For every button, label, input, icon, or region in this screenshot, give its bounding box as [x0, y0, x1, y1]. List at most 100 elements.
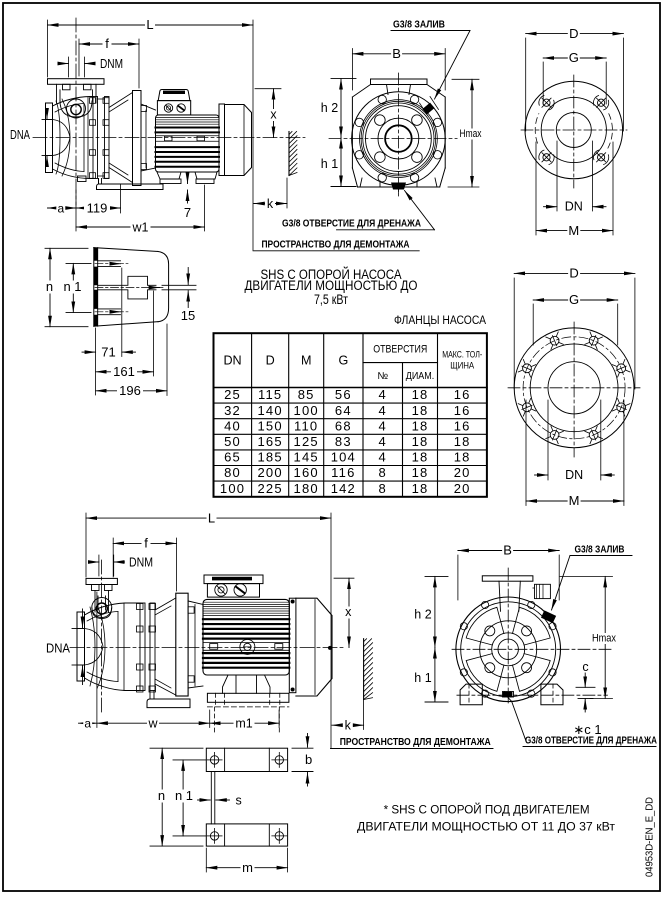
svg-text:f: f [105, 36, 109, 51]
svg-text:116: 116 [331, 465, 355, 480]
svg-text:k: k [345, 718, 352, 732]
svg-text:8: 8 [379, 481, 387, 496]
svg-text:h 2: h 2 [414, 608, 431, 622]
svg-text:185: 185 [258, 450, 283, 465]
svg-text:a: a [57, 202, 64, 216]
svg-text:G3/8 ЗАЛИВ: G3/8 ЗАЛИВ [393, 20, 445, 31]
svg-text:180: 180 [294, 481, 319, 496]
svg-text:16: 16 [454, 387, 471, 402]
svg-text:DN: DN [223, 354, 241, 368]
svg-text:h 2: h 2 [321, 101, 338, 115]
svg-text:225: 225 [258, 481, 283, 496]
svg-text:15: 15 [181, 308, 195, 323]
svg-text:m1: m1 [235, 716, 252, 730]
svg-text:МАКС. ТОЛ-: МАКС. ТОЛ- [442, 349, 482, 360]
svg-text:B: B [503, 543, 512, 558]
svg-text:DN: DN [565, 200, 583, 214]
svg-text:115: 115 [258, 387, 282, 402]
svg-text:c: c [582, 660, 588, 674]
svg-text:50: 50 [224, 434, 241, 449]
svg-text:ДВИГАТЕЛИ МОЩНОСТЬЮ ДО: ДВИГАТЕЛИ МОЩНОСТЬЮ ДО [245, 278, 418, 293]
svg-text:16: 16 [454, 418, 471, 433]
svg-text:x: x [270, 108, 277, 122]
svg-text:* SHS С ОПОРОЙ ПОД ДВИГАТЕЛЕМ: * SHS С ОПОРОЙ ПОД ДВИГАТЕЛЕМ [384, 802, 590, 817]
svg-text:Hmax: Hmax [592, 633, 617, 645]
svg-text:165: 165 [258, 434, 283, 449]
svg-text:G3/8 ОТВЕРСТИЕ ДЛЯ ДРЕНАЖА: G3/8 ОТВЕРСТИЕ ДЛЯ ДРЕНАЖА [282, 219, 421, 230]
svg-text:200: 200 [258, 465, 283, 480]
svg-text:4: 4 [379, 403, 387, 418]
svg-text:110: 110 [294, 418, 318, 433]
svg-text:G: G [569, 292, 579, 307]
svg-text:ПРОСТРАНСТВО ДЛЯ ДЕМОНТАЖА: ПРОСТРАНСТВО ДЛЯ ДЕМОНТАЖА [340, 737, 491, 748]
svg-text:h 1: h 1 [414, 671, 431, 685]
svg-text:DNA: DNA [46, 642, 71, 656]
svg-text:ФЛАНЦЫ НАСОСА: ФЛАНЦЫ НАСОСА [394, 313, 487, 327]
svg-text:32: 32 [224, 403, 241, 418]
svg-text:18: 18 [454, 434, 471, 449]
svg-text:18: 18 [412, 434, 429, 449]
svg-text:a: a [84, 716, 91, 730]
svg-text:D: D [569, 26, 578, 41]
svg-text:n 1: n 1 [63, 279, 81, 294]
svg-text:140: 140 [258, 403, 283, 418]
svg-text:G3/8 ОТВЕРСТИЕ ДЛЯ ДРЕНАЖА: G3/8 ОТВЕРСТИЕ ДЛЯ ДРЕНАЖА [525, 736, 657, 747]
svg-text:100: 100 [294, 403, 319, 418]
svg-text:18: 18 [412, 481, 429, 496]
svg-text:18: 18 [412, 450, 429, 465]
svg-text:25: 25 [224, 387, 241, 402]
svg-text:71: 71 [101, 344, 115, 359]
svg-text:DN: DN [565, 468, 583, 482]
svg-text:100: 100 [220, 481, 245, 496]
svg-text:ЩИНА: ЩИНА [450, 360, 475, 371]
svg-text:150: 150 [258, 418, 283, 433]
svg-text:∗c 1: ∗c 1 [573, 722, 601, 737]
svg-text:20: 20 [454, 481, 471, 496]
svg-text:ОТВЕРСТИЯ: ОТВЕРСТИЯ [373, 343, 427, 355]
svg-text:40: 40 [224, 418, 241, 433]
svg-text:n 1: n 1 [175, 788, 193, 803]
svg-text:DNM: DNM [129, 556, 153, 570]
svg-text:104: 104 [331, 450, 356, 465]
svg-text:k: k [267, 197, 274, 211]
svg-text:D: D [569, 266, 578, 281]
svg-text:18: 18 [454, 450, 471, 465]
svg-text:s: s [236, 794, 242, 808]
svg-text:ДИАМ.: ДИАМ. [406, 371, 435, 382]
svg-text:85: 85 [298, 387, 315, 402]
svg-text:56: 56 [335, 387, 352, 402]
svg-text:20: 20 [454, 465, 471, 480]
svg-text:18: 18 [412, 403, 429, 418]
svg-text:68: 68 [335, 418, 352, 433]
svg-text:161: 161 [113, 364, 135, 379]
svg-text:18: 18 [412, 387, 429, 402]
svg-text:83: 83 [335, 434, 352, 449]
svg-text:196: 196 [119, 383, 141, 398]
svg-text:160: 160 [294, 465, 319, 480]
svg-text:125: 125 [294, 434, 319, 449]
svg-text:ДВИГАТЕЛИ МОЩНОСТЬЮ ОТ 11 ДО 3: ДВИГАТЕЛИ МОЩНОСТЬЮ ОТ 11 ДО 37 кВт [357, 820, 615, 834]
svg-text:04953D-EN_E_DD: 04953D-EN_E_DD [645, 797, 656, 877]
svg-text:4: 4 [379, 450, 387, 465]
svg-text:119: 119 [87, 201, 108, 216]
svg-text:145: 145 [294, 450, 319, 465]
svg-text:f: f [144, 536, 148, 551]
svg-text:L: L [146, 17, 153, 32]
svg-text:80: 80 [224, 465, 241, 480]
svg-text:8: 8 [379, 465, 387, 480]
svg-text:16: 16 [454, 403, 471, 418]
svg-text:B: B [392, 46, 401, 61]
svg-text:18: 18 [412, 465, 429, 480]
svg-text:h 1: h 1 [321, 157, 338, 171]
svg-text:M: M [569, 493, 580, 508]
svg-text:x: x [345, 605, 352, 619]
svg-text:L: L [208, 510, 215, 525]
svg-text:65: 65 [224, 450, 241, 465]
svg-text:n: n [158, 788, 165, 803]
svg-text:142: 142 [331, 481, 356, 496]
svg-text:D: D [266, 354, 275, 368]
svg-text:7: 7 [184, 205, 191, 220]
svg-text:64: 64 [335, 403, 352, 418]
svg-text:18: 18 [412, 418, 429, 433]
svg-text:M: M [568, 223, 579, 238]
